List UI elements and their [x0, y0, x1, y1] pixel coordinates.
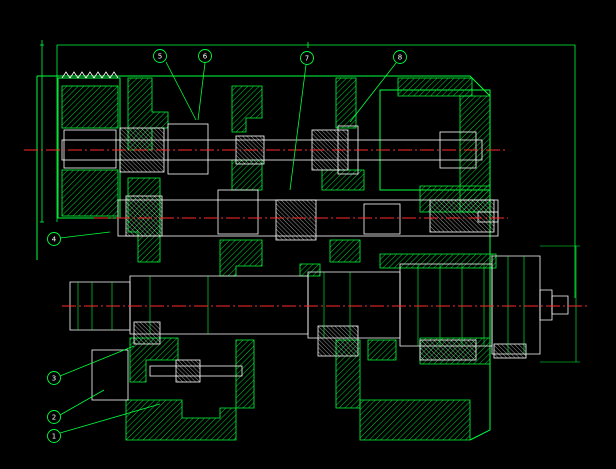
balloon-4: 4 [47, 232, 61, 246]
svg-text:5: 5 [158, 53, 162, 61]
balloon-leaders [59, 61, 397, 434]
balloon-3: 3 [47, 371, 61, 385]
balloon-8: 8 [393, 50, 407, 64]
spindle-detail [77, 256, 525, 354]
svg-text:7: 7 [305, 55, 309, 63]
balloon-2: 2 [47, 410, 61, 424]
right-dimension [540, 245, 580, 363]
shaft-2 [117, 189, 499, 241]
svg-text:2: 2 [52, 414, 56, 422]
svg-text:1: 1 [52, 433, 56, 441]
svg-text:3: 3 [52, 375, 56, 383]
balloon-6: 6 [198, 49, 212, 63]
svg-text:6: 6 [203, 53, 208, 61]
balloon-5: 5 [153, 49, 167, 63]
input-pulley [61, 71, 119, 217]
svg-text:8: 8 [398, 54, 402, 62]
lower-rod [91, 349, 243, 401]
centerlines [24, 149, 588, 307]
balloon-1: 1 [47, 429, 61, 443]
svg-text:4: 4 [52, 236, 57, 244]
balloon-7: 7 [300, 51, 314, 65]
